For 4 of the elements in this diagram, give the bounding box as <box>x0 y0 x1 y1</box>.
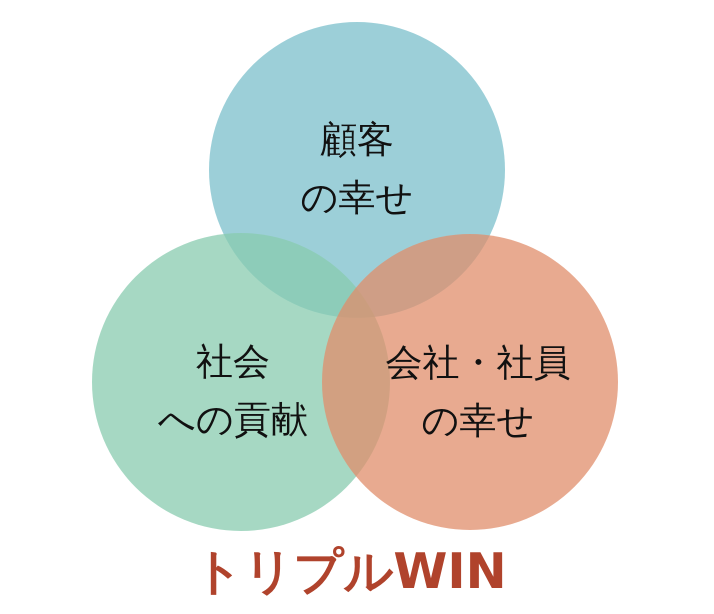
circle-label: 社会への貢献 <box>158 339 308 443</box>
circle-label: 顧客の幸せ <box>300 117 414 221</box>
circle-label: 会社・社員の幸せ <box>386 340 570 444</box>
diagram-caption: トリプルWIN <box>193 544 507 600</box>
